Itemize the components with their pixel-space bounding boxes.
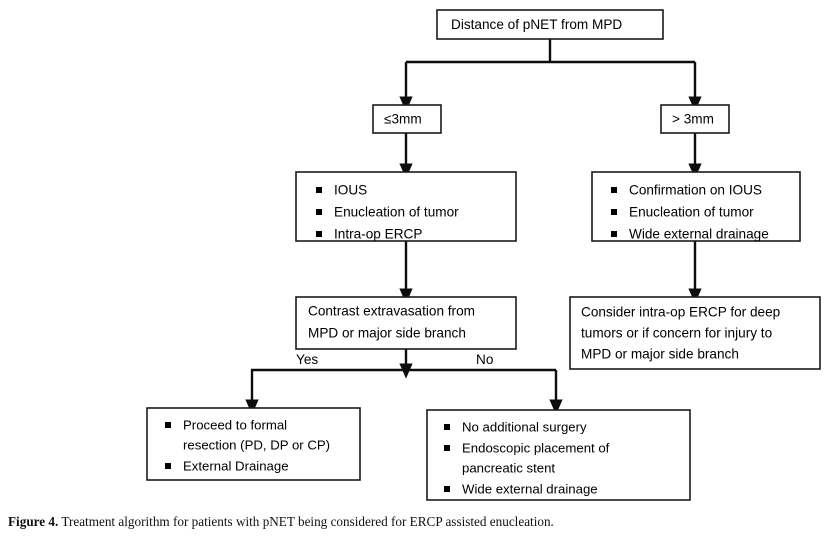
distance-node[interactable]: Distance of pNET from MPD: [436, 9, 664, 40]
figure-caption-label: Figure 4.: [8, 514, 59, 529]
right-steps-item-0: Confirmation on IOUS: [629, 183, 762, 198]
bullet-icon: [611, 187, 617, 193]
no-surgery-item-0-line-0: No additional surgery: [462, 419, 587, 434]
branch-lte-3mm-label: ≤3mm: [384, 112, 422, 127]
branch-gt-3mm-box: [660, 104, 730, 134]
formal-resection-item-0-line-0: Proceed to formal: [183, 417, 287, 432]
no-surgery-item-1-line-1: pancreatic stent: [462, 460, 555, 475]
left-steps-node-box: [295, 171, 517, 242]
branch-lte-3mm-box: [372, 104, 442, 134]
no-surgery-item-1-line-0: Endoscopic placement of: [462, 440, 610, 455]
edge-label-no: No: [476, 352, 493, 367]
contrast-extravasation-line-1: MPD or major side branch: [308, 326, 466, 341]
bullet-icon: [165, 463, 171, 469]
bullet-icon: [444, 445, 450, 451]
distance-node-box: [436, 9, 664, 40]
distance-node-label: Distance of pNET from MPD: [451, 17, 622, 32]
right-steps-node[interactable]: Confirmation on IOUS Enucleation of tumo…: [591, 171, 801, 242]
bullet-icon: [611, 231, 617, 237]
bullet-icon: [316, 209, 322, 215]
left-steps-item-1: Enucleation of tumor: [334, 205, 459, 220]
left-steps-item-2: Intra-op ERCP: [334, 227, 422, 242]
bullet-icon: [316, 231, 322, 237]
right-steps-item-2: Wide external drainage: [629, 227, 769, 242]
formal-resection-item-0-line-1: resection (PD, DP or CP): [183, 437, 330, 452]
consider-ercp-node-box: [569, 296, 821, 370]
branch-gt-3mm[interactable]: > 3mm: [660, 104, 730, 134]
figure-caption: Figure 4. Treatment algorithm for patien…: [8, 514, 828, 530]
no-surgery-node[interactable]: No additional surgery Endoscopic placeme…: [426, 409, 691, 501]
left-steps-node[interactable]: IOUS Enucleation of tumor Intra-op ERCP: [295, 171, 517, 242]
right-steps-node-box: [591, 171, 801, 242]
bullet-icon: [165, 422, 171, 428]
bullet-icon: [444, 486, 450, 492]
bullet-icon: [444, 424, 450, 430]
formal-resection-item-1-line-0: External Drainage: [183, 458, 289, 473]
edge-label-yes: Yes: [296, 352, 318, 367]
right-steps-item-1: Enucleation of tumor: [629, 205, 754, 220]
formal-resection-node-box: [146, 407, 361, 481]
contrast-extravasation-node-box: [295, 296, 517, 350]
treatment-algorithm-flowchart: Distance of pNET from MPD ≤3mm > 3mm IOU…: [146, 9, 821, 501]
branch-gt-3mm-label: > 3mm: [672, 112, 714, 127]
contrast-extravasation-line-0: Contrast extravasation from: [308, 304, 475, 319]
no-surgery-item-2-line-0: Wide external drainage: [462, 481, 598, 496]
consider-ercp-line-1: tumors or if concern for injury to: [581, 326, 772, 341]
consider-ercp-line-0: Consider intra-op ERCP for deep: [581, 305, 780, 320]
branch-lte-3mm[interactable]: ≤3mm: [372, 104, 442, 134]
consider-ercp-node[interactable]: Consider intra-op ERCP for deep tumors o…: [569, 296, 821, 370]
bullet-icon: [316, 187, 322, 193]
figure-caption-text: Treatment algorithm for patients with pN…: [58, 514, 554, 529]
formal-resection-node[interactable]: Proceed to formal resection (PD, DP or C…: [146, 407, 361, 481]
contrast-extravasation-node[interactable]: Contrast extravasation from MPD or major…: [295, 296, 517, 350]
consider-ercp-line-2: MPD or major side branch: [581, 347, 739, 362]
left-steps-item-0: IOUS: [334, 183, 367, 198]
bullet-icon: [611, 209, 617, 215]
no-surgery-node-box: [426, 409, 691, 501]
